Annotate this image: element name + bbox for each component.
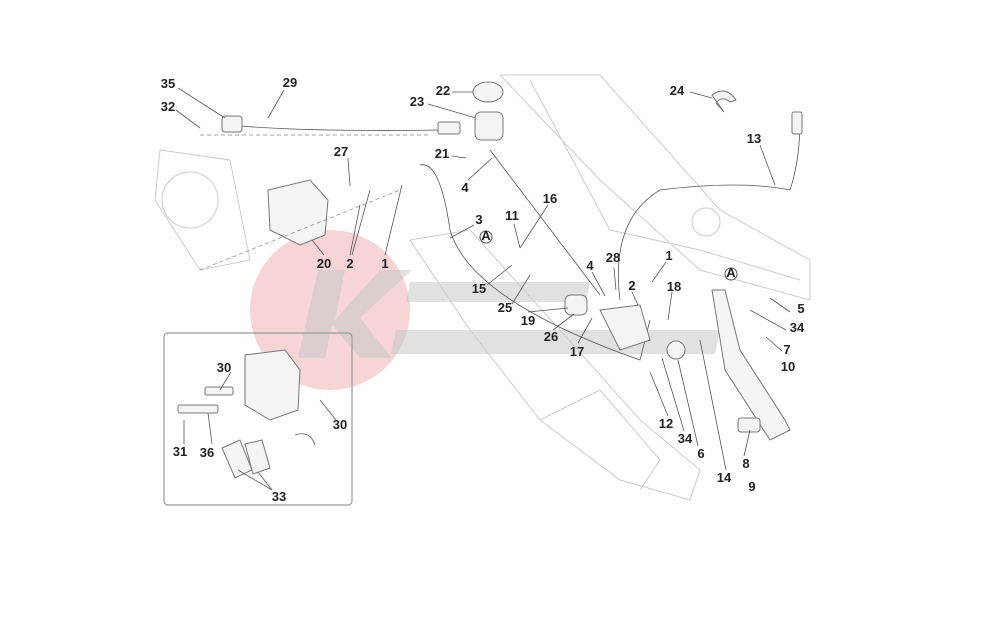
callout-14: 14 bbox=[717, 470, 732, 485]
callout-6: 6 bbox=[697, 446, 704, 461]
callout-2: 2 bbox=[346, 256, 353, 271]
svg-text:A: A bbox=[481, 228, 491, 243]
callout-27: 27 bbox=[334, 144, 348, 159]
callout-18: 18 bbox=[667, 279, 681, 294]
callout-3: 3 bbox=[475, 212, 482, 227]
svg-text:A: A bbox=[726, 265, 736, 280]
callout-16: 16 bbox=[543, 191, 557, 206]
leader-lines bbox=[175, 87, 791, 491]
callout-4: 4 bbox=[461, 180, 469, 195]
callout-19: 19 bbox=[521, 313, 535, 328]
callout-36: 36 bbox=[200, 445, 214, 460]
callout-21: 21 bbox=[435, 146, 449, 161]
callout-25: 25 bbox=[498, 300, 512, 315]
callout-31: 31 bbox=[173, 444, 187, 459]
marker-a: A A bbox=[479, 228, 738, 281]
callout-7: 7 bbox=[783, 342, 790, 357]
callout-30: 30 bbox=[217, 360, 231, 375]
callout-11: 11 bbox=[505, 208, 519, 223]
parts bbox=[199, 81, 803, 441]
callout-5: 5 bbox=[797, 301, 804, 316]
callout-34: 34 bbox=[790, 320, 805, 335]
callout-34b: 34 bbox=[678, 431, 693, 446]
callout-9: 9 bbox=[748, 479, 755, 494]
callout-17: 17 bbox=[570, 344, 584, 359]
callout-20: 20 bbox=[317, 256, 331, 271]
callout-33: 33 bbox=[272, 489, 286, 504]
callout-32: 32 bbox=[161, 99, 175, 114]
callout-2b: 2 bbox=[628, 278, 635, 293]
callout-4b: 4 bbox=[586, 258, 594, 273]
callout-24: 24 bbox=[670, 83, 685, 98]
callout-35: 35 bbox=[161, 76, 175, 91]
callout-8: 8 bbox=[742, 456, 749, 471]
callout-15: 15 bbox=[472, 281, 486, 296]
callout-1: 1 bbox=[381, 256, 388, 271]
callout-30b: 30 bbox=[333, 417, 347, 432]
callout-23: 23 bbox=[410, 94, 424, 109]
callout-28: 28 bbox=[606, 250, 620, 265]
callout-22: 22 bbox=[436, 83, 450, 98]
callout-13: 13 bbox=[747, 131, 761, 146]
frame-sketch bbox=[154, 74, 811, 501]
watermark-logo bbox=[250, 230, 720, 390]
detail-inset bbox=[163, 332, 353, 506]
callout-26: 26 bbox=[544, 329, 558, 344]
callout-29: 29 bbox=[283, 75, 297, 90]
callout-1b: 1 bbox=[665, 248, 672, 263]
callout-10: 10 bbox=[781, 359, 795, 374]
callout-labels: 35 29 32 22 23 27 21 4 24 13 16 3 11 20 … bbox=[161, 75, 805, 504]
callout-12: 12 bbox=[659, 416, 673, 431]
